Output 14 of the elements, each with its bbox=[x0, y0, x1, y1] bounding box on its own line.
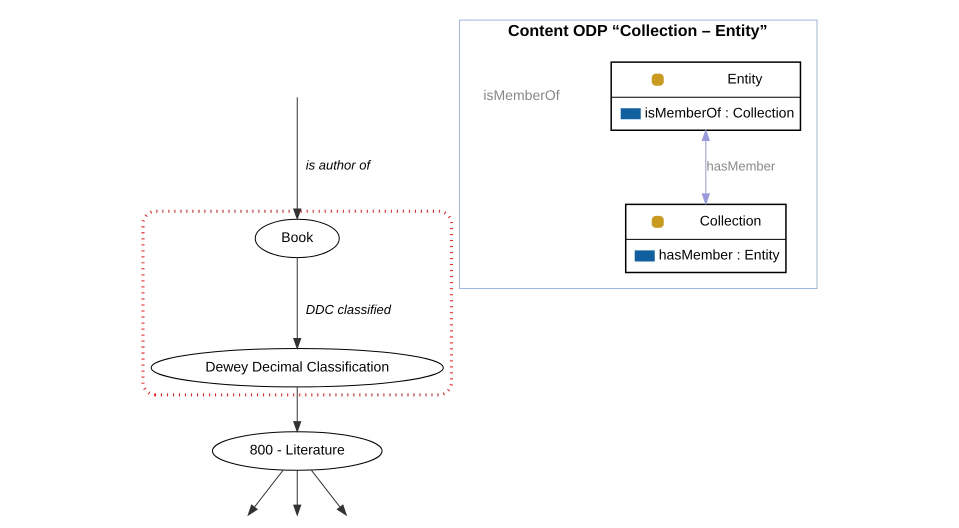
arrow bbox=[701, 128, 710, 206]
edge-label: is author of bbox=[305, 158, 370, 173]
node-ellipse: 800 - Literature bbox=[211, 431, 382, 471]
arrow bbox=[310, 469, 347, 516]
node-ellipse: Book bbox=[254, 218, 340, 258]
arrow bbox=[292, 96, 301, 221]
label: isMemberOf bbox=[482, 86, 560, 103]
arrow bbox=[292, 257, 301, 350]
arrow bbox=[246, 469, 284, 516]
arrow bbox=[292, 470, 301, 517]
edge-label: hasMember bbox=[706, 158, 775, 174]
edge-label: DDC classified bbox=[305, 302, 390, 317]
node-ellipse: Dewey Decimal Classification bbox=[150, 348, 444, 388]
arrow bbox=[292, 386, 301, 434]
